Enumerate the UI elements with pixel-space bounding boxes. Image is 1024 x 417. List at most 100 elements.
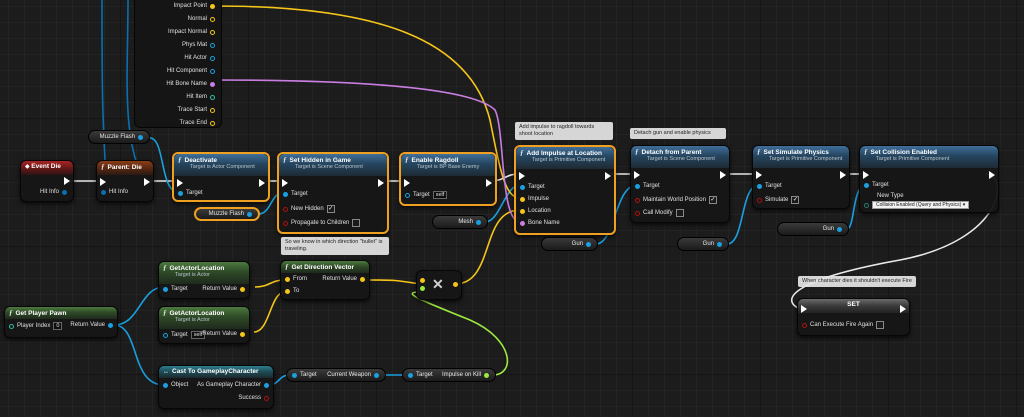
as-gameplay-character-pin[interactable]: As Gameplay Character xyxy=(197,382,272,388)
return-value-pin[interactable]: Return Value xyxy=(202,286,248,292)
exec-out-pin[interactable] xyxy=(259,179,265,187)
exec-in-pin[interactable] xyxy=(801,305,807,313)
exec-out-pin[interactable] xyxy=(989,171,995,179)
target-pin[interactable]: Target xyxy=(160,286,188,292)
cast-to-gameplay-character-node[interactable]: ↔Cast To GameplayCharacter Object As Gam… xyxy=(158,365,274,409)
return-value-pin[interactable]: Return Value xyxy=(322,276,368,282)
exec-in-pin[interactable] xyxy=(100,178,106,186)
maintain-world-position-pin[interactable]: Maintain World Position✓ xyxy=(632,196,717,204)
call-modify-checkbox[interactable] xyxy=(675,209,684,217)
hit-pin-hit-item[interactable]: Hit Item xyxy=(186,94,218,100)
hit-pin-hit-component[interactable]: Hit Component xyxy=(167,68,218,74)
exec-out-pin[interactable] xyxy=(64,177,70,185)
hit-pin-normal[interactable]: Normal xyxy=(188,16,218,22)
target-pin[interactable]: Target xyxy=(405,372,433,378)
exec-out-pin[interactable] xyxy=(720,171,726,179)
target-pin[interactable]: Target xyxy=(754,183,782,189)
exec-in-pin[interactable] xyxy=(519,172,525,180)
location-pin[interactable]: Location xyxy=(517,208,551,214)
hit-info-pin[interactable]: Hit Info xyxy=(98,189,128,195)
vector-out-pin[interactable] xyxy=(450,282,461,287)
gun-variable[interactable]: Gun xyxy=(777,222,849,236)
hit-pin-hit-bone-name[interactable]: Hit Bone Name xyxy=(166,81,218,87)
hit-pin-trace-start[interactable]: Trace Start xyxy=(178,107,218,113)
return-value-pin[interactable]: Return Value xyxy=(70,322,116,328)
bone-name-pin[interactable]: Bone Name xyxy=(517,220,560,226)
muzzle-flash-variable[interactable]: Muzzle Flash xyxy=(194,207,260,221)
current-weapon-getter-node[interactable]: Target Current Weapon xyxy=(286,368,386,382)
return-value-pin[interactable]: Return Value xyxy=(202,331,248,337)
maintain-world-position-checkbox[interactable]: ✓ xyxy=(708,196,717,204)
hit-pin-hit-actor[interactable]: Hit Actor xyxy=(184,55,218,61)
exec-out-pin[interactable] xyxy=(378,179,384,187)
exec-out-pin[interactable] xyxy=(605,172,611,180)
target-pin[interactable]: Target xyxy=(289,372,317,378)
mesh-variable[interactable]: Mesh xyxy=(432,215,488,229)
exec-out-pin[interactable] xyxy=(900,305,906,313)
exec-out-pin[interactable] xyxy=(144,178,150,186)
target-pin[interactable]: Target xyxy=(175,190,203,196)
gun-variable[interactable]: Gun xyxy=(541,237,598,251)
exec-in-pin[interactable] xyxy=(756,171,762,179)
new-hidden-checkbox[interactable]: ✓ xyxy=(326,205,335,213)
hit-pin-impact-normal[interactable]: Impact Normal xyxy=(168,29,218,35)
break-hit-result-node[interactable]: Impact Point Normal Impact Normal Phys M… xyxy=(134,0,222,128)
hit-pin-impact-point[interactable]: Impact Point xyxy=(174,3,218,9)
player-index-input[interactable]: 0 xyxy=(53,322,63,330)
new-hidden-pin[interactable]: New Hidden✓ xyxy=(280,205,335,213)
impulse-on-kill-pin[interactable]: Impulse on Kill xyxy=(442,372,492,378)
exec-in-pin[interactable] xyxy=(177,179,183,187)
gun-variable[interactable]: Gun xyxy=(677,237,729,251)
target-pin[interactable]: Target xyxy=(517,184,545,190)
propagate-pin[interactable]: Propagate to Children xyxy=(280,219,361,227)
can-execute-fire-again-checkbox[interactable] xyxy=(876,321,885,329)
exec-in-pin[interactable] xyxy=(863,171,869,179)
exec-in-pin[interactable] xyxy=(404,179,410,187)
set-can-execute-fire-node[interactable]: SET Can Execute Fire Again xyxy=(797,298,910,336)
hit-pin-trace-end[interactable]: Trace End xyxy=(180,120,218,126)
new-type-dropdown[interactable]: Collision Enabled (Query and Physics) ▾ xyxy=(872,201,970,209)
event-die-node[interactable]: ◆ Event Die Hit Info xyxy=(20,160,74,202)
can-execute-fire-again-pin[interactable]: Can Execute Fire Again xyxy=(799,321,885,329)
exec-in-pin[interactable] xyxy=(634,171,640,179)
exec-in-pin[interactable] xyxy=(282,179,288,187)
propagate-checkbox[interactable] xyxy=(352,219,361,227)
from-pin[interactable]: From xyxy=(282,276,307,282)
object-pin[interactable]: Object xyxy=(160,382,188,388)
impulse-on-kill-getter-node[interactable]: Target Impulse on Kill xyxy=(402,368,496,382)
simulate-pin[interactable]: Simulate✓ xyxy=(754,196,800,204)
vector-in-pin[interactable] xyxy=(417,278,428,283)
hit-pin-phys-mat[interactable]: Phys Mat xyxy=(182,42,218,48)
to-pin[interactable]: To xyxy=(282,288,299,294)
exec-out-pin[interactable] xyxy=(840,171,846,179)
muzzle-flash-variable[interactable]: Muzzle Flash xyxy=(88,130,150,144)
float-in-pin[interactable] xyxy=(417,286,428,291)
simulate-checkbox[interactable]: ✓ xyxy=(791,196,800,204)
target-pin[interactable]: Target xyxy=(632,183,660,189)
exec-out-pin[interactable] xyxy=(486,179,492,187)
impulse-pin[interactable]: Impulse xyxy=(517,196,549,202)
hit-info-pin[interactable]: Hit Info xyxy=(40,189,70,195)
new-type-pin[interactable]: Collision Enabled (Query and Physics) ▾ xyxy=(861,201,970,209)
target-pin[interactable]: Target xyxy=(280,191,308,197)
multiply-vector-float-node[interactable]: ✕ xyxy=(416,270,462,300)
current-weapon-pin[interactable]: Current Weapon xyxy=(327,372,382,378)
success-pin[interactable]: Success xyxy=(238,395,272,401)
target-pin[interactable]: Target xyxy=(861,182,889,188)
